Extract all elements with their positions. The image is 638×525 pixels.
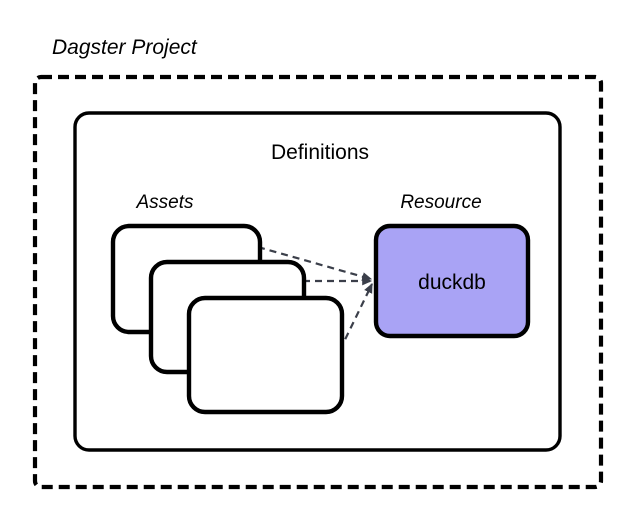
connector-group xyxy=(257,245,373,351)
resource-group-label: Resource xyxy=(400,192,481,213)
definitions-title: Definitions xyxy=(271,141,369,164)
project-boundary xyxy=(32,74,604,490)
project-title: Dagster Project xyxy=(52,36,198,59)
connector-card1-to-duckdb xyxy=(257,245,373,281)
asset-card-stack xyxy=(110,223,345,415)
duckdb-node-label: duckdb xyxy=(418,271,486,294)
asset-card-3[interactable] xyxy=(186,295,345,415)
duckdb-node[interactable] xyxy=(373,223,531,339)
connector-card3-to-duckdb xyxy=(339,283,373,351)
assets-group-label: Assets xyxy=(135,192,194,213)
